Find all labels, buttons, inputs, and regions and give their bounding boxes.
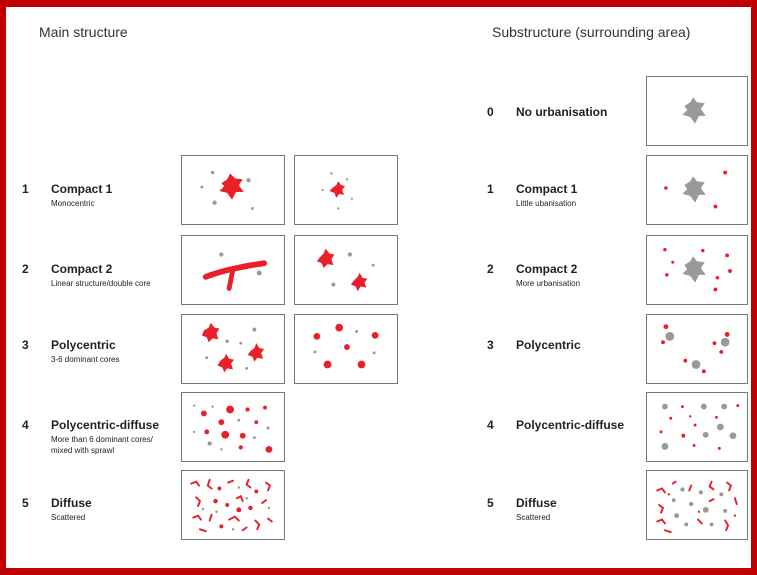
sub-diffuse-diagram xyxy=(646,470,748,540)
diffuse-scattered-diagram xyxy=(181,470,285,540)
sub-row-label: Diffuse xyxy=(516,496,557,510)
main-row-desc: Linear structure/double core xyxy=(51,279,151,288)
more-urbanisation-diagram xyxy=(646,235,748,305)
main-row-desc: Monocentric xyxy=(51,199,95,208)
main-row-number: 5 xyxy=(22,496,29,510)
main-row-label: Diffuse xyxy=(51,496,92,510)
no-urbanisation-diagram xyxy=(646,76,748,146)
sub-row-number: 4 xyxy=(487,418,494,432)
main-row-number: 1 xyxy=(22,182,29,196)
sub-row-number: 5 xyxy=(487,496,494,510)
main-row-number: 3 xyxy=(22,338,29,352)
sub-row-desc: More urbanisation xyxy=(516,279,581,288)
sub-row-number: 1 xyxy=(487,182,494,196)
compact-1-monocentric-diagram xyxy=(181,155,285,225)
main-row-number: 2 xyxy=(22,262,29,276)
substructure-heading: Substructure (surrounding area) xyxy=(492,24,691,40)
main-row-desc: 3-6 dominant cores xyxy=(51,355,120,364)
main-row-number: 4 xyxy=(22,418,29,432)
sub-row-label: Compact 2 xyxy=(516,262,578,276)
main-row-label: Compact 1 xyxy=(51,182,113,196)
compact-1-small-core-diagram xyxy=(294,155,398,225)
main-row-label: Polycentric-diffuse xyxy=(51,418,160,432)
sub-row-number: 3 xyxy=(487,338,494,352)
sub-polycentric-diagram xyxy=(646,314,748,384)
polycentric-diffuse-diagram xyxy=(181,392,285,462)
little-urbanisation-diagram xyxy=(646,155,748,225)
sub-row-number: 0 xyxy=(487,105,494,119)
polycentric-dots-diagram xyxy=(294,314,398,384)
sub-polycentric-diffuse-diagram xyxy=(646,392,748,462)
main-structure-heading: Main structure xyxy=(39,24,128,40)
main-row-label: Compact 2 xyxy=(51,262,113,276)
main-row-desc: Scattered xyxy=(51,513,86,522)
compact-2-linear-diagram xyxy=(181,235,285,305)
sub-row-label: Polycentric xyxy=(516,338,581,352)
sub-row-label: Polycentric-diffuse xyxy=(516,418,625,432)
sub-row-label: No urbanisation xyxy=(516,105,608,119)
polycentric-cores-diagram xyxy=(181,314,285,384)
main-row-label: Polycentric xyxy=(51,338,116,352)
sub-row-desc: Scattered xyxy=(516,513,551,522)
sub-row-number: 2 xyxy=(487,262,494,276)
sub-row-label: Compact 1 xyxy=(516,182,578,196)
sub-row-desc: Little ubanisation xyxy=(516,199,577,208)
compact-2-double-core-diagram xyxy=(294,235,398,305)
main-row-desc: More than 6 dominant cores/ mixed with s… xyxy=(51,435,153,455)
